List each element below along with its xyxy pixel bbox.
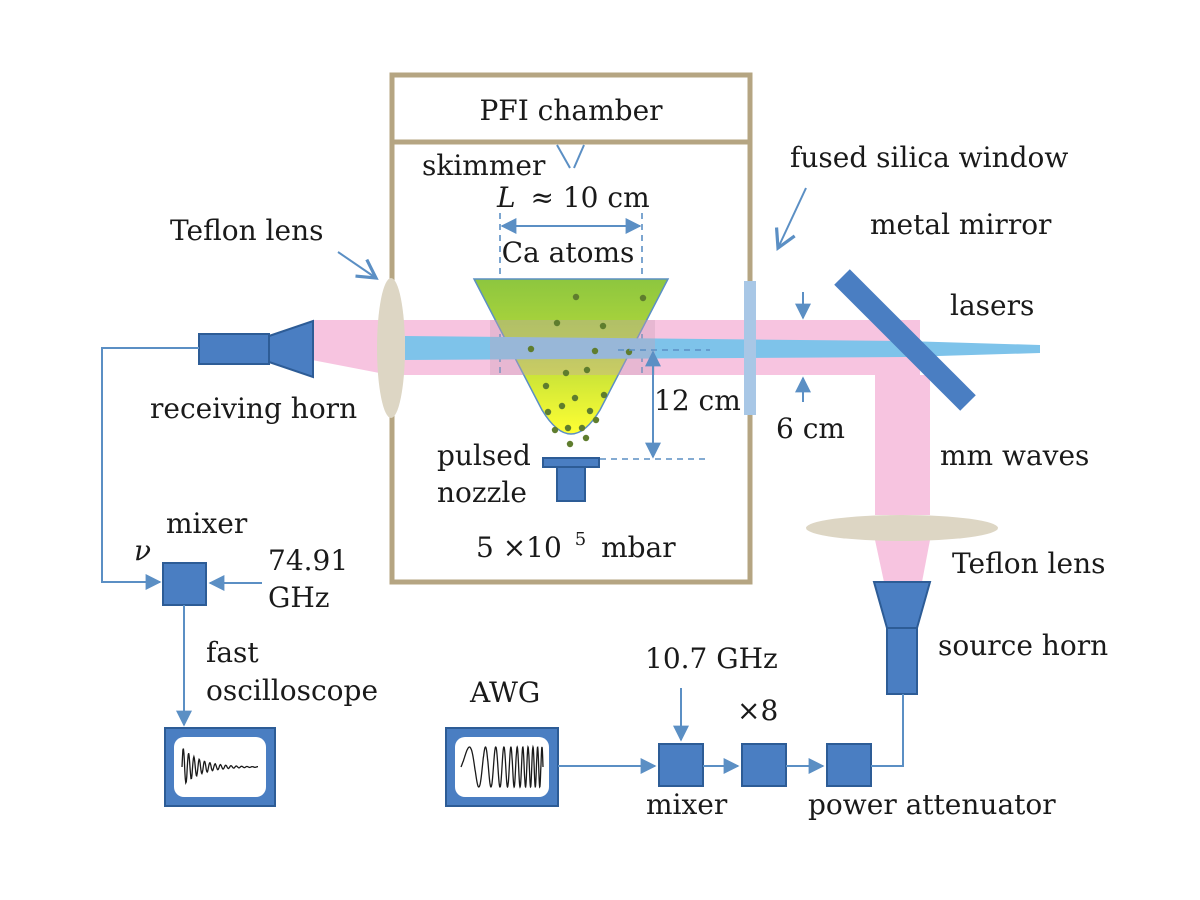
ca-atom-dot xyxy=(578,424,586,432)
ca-atom-dot xyxy=(572,293,580,301)
ca-atom-dot xyxy=(542,382,550,390)
mixer-bottom xyxy=(658,743,704,787)
awg xyxy=(445,727,559,807)
ca-atom-dot xyxy=(562,369,570,377)
pressure-exponent: 5 xyxy=(575,529,586,550)
teflon-lens-pointer xyxy=(337,251,379,280)
teflon-lens-receiving xyxy=(377,278,405,418)
beam-overlay-on-plume xyxy=(490,320,655,375)
ca-atom-dot xyxy=(586,407,594,415)
ca-atom-dot xyxy=(571,394,579,402)
oscilloscope-trace xyxy=(181,748,258,785)
metal-mirror-label: metal mirror xyxy=(870,208,1052,241)
ca-atoms xyxy=(527,293,647,448)
ca-atom-dot xyxy=(592,416,600,424)
ca-atom-dot xyxy=(527,345,535,353)
nozzle-label: nozzle xyxy=(437,476,527,509)
oscilloscope-label: oscilloscope xyxy=(206,674,378,707)
ca-atom-dot xyxy=(599,322,607,330)
multiplier-label: ×8 xyxy=(737,694,778,727)
teflon-lens-top-label: Teflon lens xyxy=(170,214,323,247)
window-pointer xyxy=(774,187,807,251)
pressure-label: 5 ×10 5 mbar xyxy=(476,519,676,564)
power-attenuator-label: power attenuator xyxy=(808,788,1056,821)
fast-label: fast xyxy=(206,636,259,669)
receiving-horn-to-mixer-wire xyxy=(101,347,199,590)
attenuator-to-source-horn-wire xyxy=(871,694,904,767)
ca-atom-dot xyxy=(583,366,591,374)
pfi-chamber-label: PFI chamber xyxy=(479,94,663,127)
teflon-lens-bottom-label: Teflon lens xyxy=(952,547,1105,580)
lo-frequency-value: 74.91 xyxy=(268,544,348,577)
mixer-bottom-label: mixer xyxy=(646,788,728,821)
laser-beam xyxy=(405,336,1040,360)
nu-label: ν xyxy=(134,534,151,567)
receiving-horn xyxy=(198,319,314,379)
source-horn-label: source horn xyxy=(938,629,1108,662)
awg-label: AWG xyxy=(469,676,540,709)
ca-atom-dot xyxy=(564,424,572,432)
length-value: ≈ 10 cm xyxy=(531,181,650,214)
mm-waves-label: mm waves xyxy=(940,439,1089,472)
pulsed-label: pulsed xyxy=(437,439,531,472)
fast-oscilloscope xyxy=(164,727,276,807)
ca-atom-dot xyxy=(558,402,566,410)
pulsed-nozzle xyxy=(542,457,600,502)
awg-trace xyxy=(460,744,544,789)
lo-frequency-unit: GHz xyxy=(268,581,330,614)
receiving-horn-label: receiving horn xyxy=(150,392,357,425)
ca-atom-dot xyxy=(591,347,599,355)
fused-silica-window-label: fused silica window xyxy=(790,141,1068,174)
pressure-base: 5 ×10 xyxy=(476,531,562,564)
length-variable: L xyxy=(496,181,516,214)
frequency-multiplier xyxy=(741,743,787,787)
fused-silica-window xyxy=(744,281,756,415)
skimmer-label: skimmer xyxy=(422,149,546,182)
power-attenuator xyxy=(826,743,872,787)
pressure-unit: mbar xyxy=(601,531,676,564)
lasers-label: lasers xyxy=(950,289,1034,322)
ca-atom-dot xyxy=(544,408,552,416)
source-horn xyxy=(872,581,932,695)
dist-12cm-label: 12 cm xyxy=(654,384,741,417)
metal-mirror xyxy=(834,269,976,411)
ca-atom-dot xyxy=(600,391,608,399)
ca-atom-dot xyxy=(566,440,574,448)
teflon-lens-source xyxy=(806,515,998,541)
length-label: L ≈ 10 cm xyxy=(496,181,650,214)
ca-atoms-label: Ca atoms xyxy=(502,236,635,269)
dist-6cm-label: 6 cm xyxy=(776,412,845,445)
ca-atom-dot xyxy=(639,294,647,302)
ca-atom-dot xyxy=(553,319,561,327)
skimmer xyxy=(556,144,585,169)
ca-atom-dot xyxy=(582,434,590,442)
ref-frequency-label: 10.7 GHz xyxy=(645,642,778,675)
ca-atom-dot xyxy=(551,426,559,434)
mixer-left xyxy=(162,562,207,606)
mixer-left-label: mixer xyxy=(166,507,248,540)
